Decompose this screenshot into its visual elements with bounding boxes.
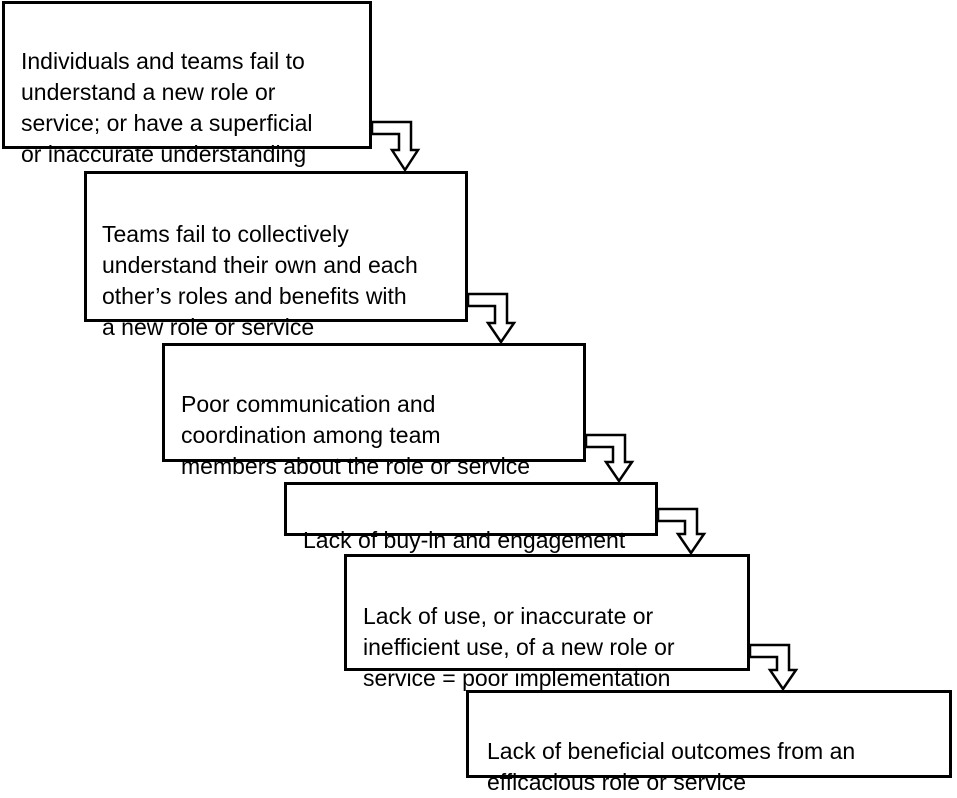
step-box-2: Teams fail to collectively understand th… xyxy=(84,171,468,340)
step-text-4: Lack of buy-in and engagement xyxy=(303,527,626,553)
step-box-3: Poor communication and coordination amon… xyxy=(162,343,586,479)
step-text-2: Teams fail to collectively understand th… xyxy=(102,221,418,340)
step-box-1: Individuals and teams fail to understand… xyxy=(2,1,372,167)
arrow-step-5-to-6 xyxy=(748,643,799,692)
arrow-step-3-to-4 xyxy=(584,433,635,484)
step-text-5: Lack of use, or inaccurate or inefficien… xyxy=(363,603,675,691)
step-text-3: Poor communication and coordination amon… xyxy=(181,391,530,479)
step-text-6: Lack of beneficial outcomes from an effi… xyxy=(487,738,856,795)
arrow-step-2-to-3 xyxy=(466,292,517,345)
step-text-1: Individuals and teams fail to understand… xyxy=(21,48,313,167)
step-box-5: Lack of use, or inaccurate or inefficien… xyxy=(344,554,750,691)
step-box-4: Lack of buy-in and engagement xyxy=(284,482,658,553)
arrow-step-4-to-5 xyxy=(656,507,707,556)
step-box-6: Lack of beneficial outcomes from an effi… xyxy=(466,690,952,795)
arrow-step-1-to-2 xyxy=(370,120,421,173)
